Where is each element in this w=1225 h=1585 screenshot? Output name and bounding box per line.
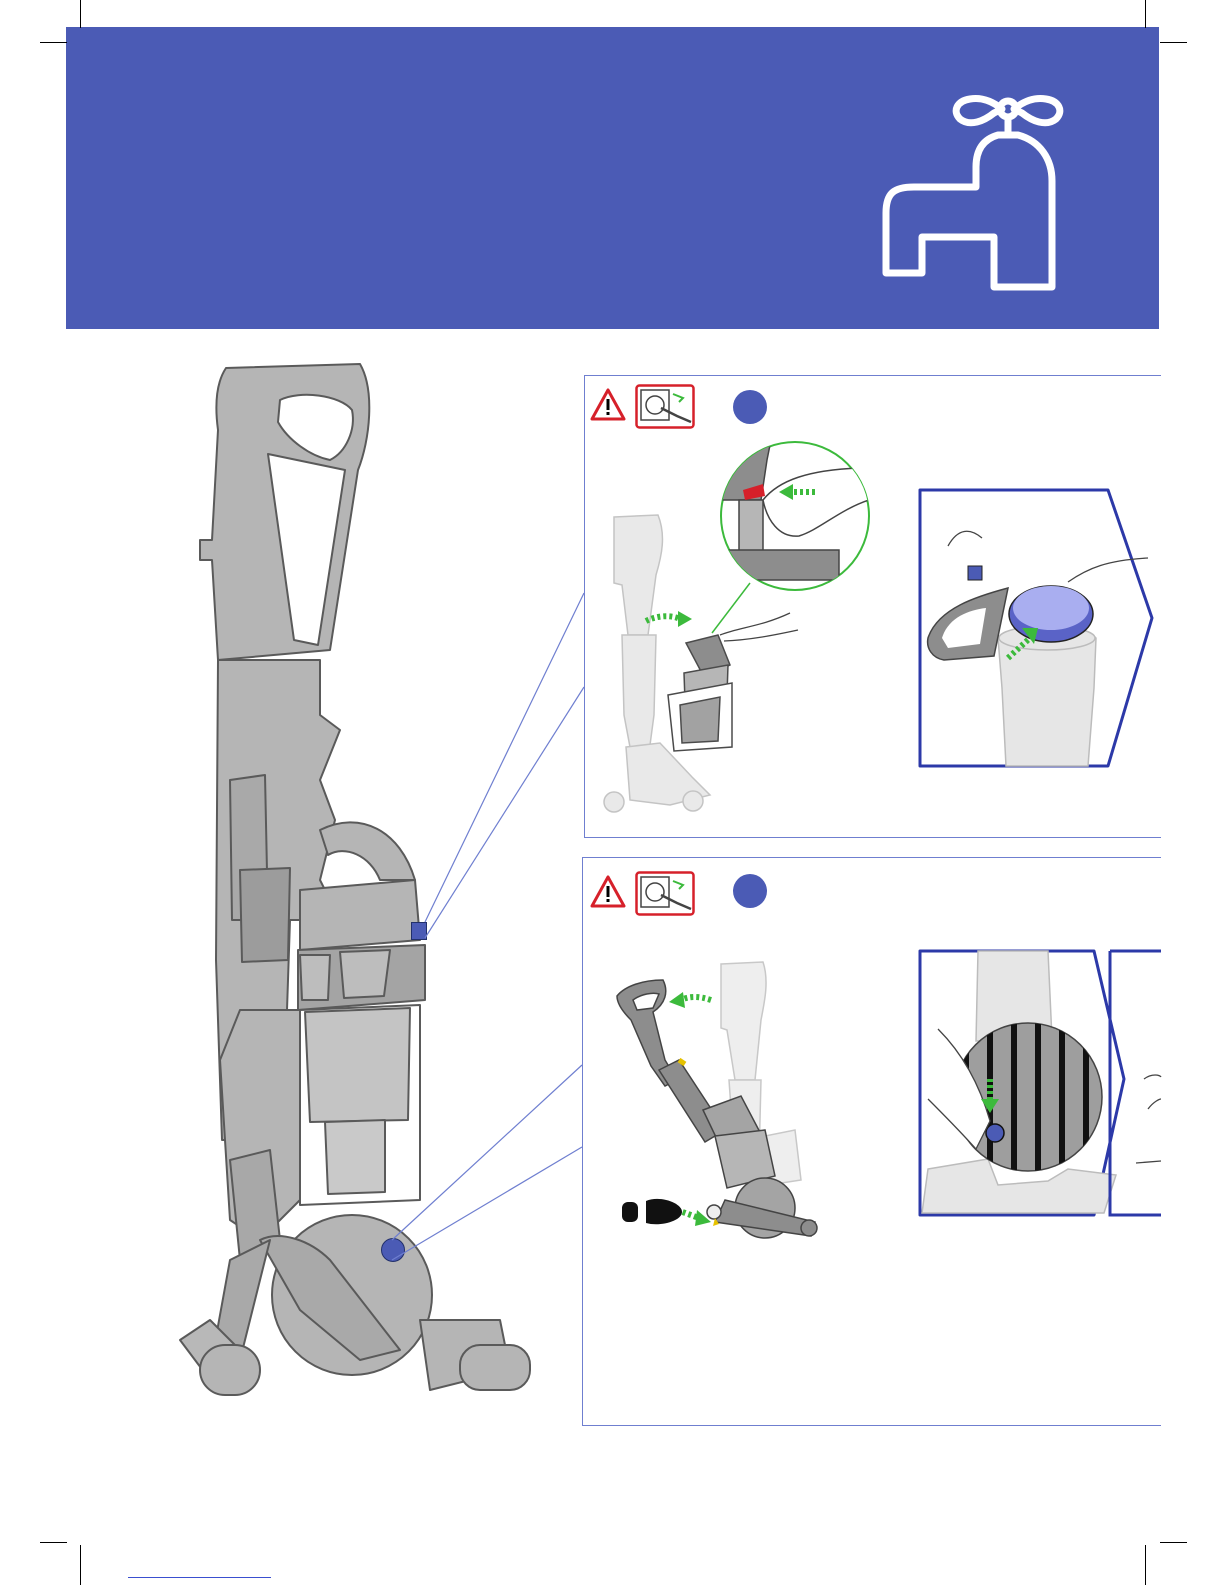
foot-icon bbox=[620, 1197, 684, 1227]
warning-triangle-icon bbox=[590, 875, 626, 909]
footer-link-underline bbox=[128, 1577, 271, 1578]
crop-mark bbox=[1145, 1545, 1146, 1585]
crop-mark bbox=[40, 1542, 67, 1543]
crop-mark bbox=[1160, 42, 1187, 43]
crop-mark bbox=[1160, 1542, 1187, 1543]
crop-mark bbox=[40, 42, 67, 43]
ball-filter-inset-illustration bbox=[918, 949, 1128, 1219]
warning-triangle-icon bbox=[590, 388, 626, 422]
crop-mark bbox=[1145, 0, 1146, 28]
next-inset-illustration bbox=[1108, 949, 1163, 1219]
step-2-number-badge bbox=[733, 874, 767, 908]
step-1-number-badge bbox=[733, 390, 767, 424]
remove-filter-inset-illustration bbox=[918, 488, 1158, 768]
crop-mark bbox=[80, 1545, 81, 1585]
unplug-icon bbox=[635, 871, 695, 916]
release-catch-zoom-illustration bbox=[719, 440, 871, 592]
crop-mark bbox=[80, 0, 81, 28]
unplug-icon bbox=[635, 384, 695, 429]
